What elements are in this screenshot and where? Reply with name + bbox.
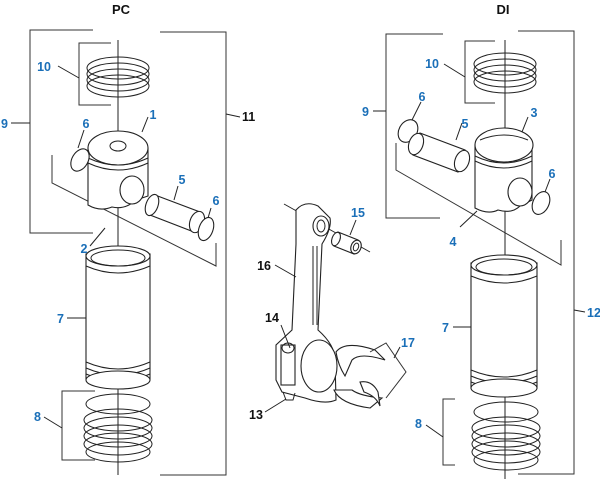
di-liner-seals	[471, 401, 541, 471]
connecting-rod	[275, 203, 338, 403]
callout-di-4: 4	[450, 235, 457, 249]
pc-piston-rings	[86, 56, 150, 98]
bracket-9	[29, 29, 93, 234]
rod-bearing-shells	[333, 344, 386, 409]
callout-di-10: 10	[425, 57, 439, 71]
callout-di-3: 3	[531, 106, 538, 120]
callout-pc-5: 5	[179, 173, 186, 187]
callout-di-6b: 6	[549, 167, 556, 181]
callout-rod-15: 15	[351, 206, 365, 220]
callout-pc-10: 10	[37, 60, 51, 74]
callout-di-6a: 6	[419, 90, 426, 104]
callout-pc-1: 1	[150, 108, 157, 122]
di-piston-pin	[407, 132, 471, 173]
bracket-piston-pin	[51, 155, 217, 267]
header-pc: PC	[112, 2, 131, 17]
callout-pc-7: 7	[57, 312, 64, 326]
pc-cylinder-liner	[85, 245, 151, 390]
rod-bushing	[330, 231, 362, 255]
di-assembly: 10 9 6 5 3 6 4 12 7 8	[362, 30, 600, 479]
bracket-10	[78, 42, 111, 106]
di-cylinder-liner	[470, 254, 538, 398]
callout-di-12: 12	[587, 306, 600, 320]
bracket-10-di	[464, 40, 495, 104]
pc-liner-seals	[83, 393, 153, 463]
callout-di-5: 5	[462, 117, 469, 131]
di-snap-ring-right	[531, 191, 551, 215]
bracket-17	[369, 342, 407, 399]
bracket-8	[61, 390, 95, 461]
callout-rod-14: 14	[265, 311, 279, 325]
pc-piston	[87, 130, 149, 210]
bracket-piston-pin-di	[395, 143, 562, 266]
callout-rod-13: 13	[249, 408, 263, 422]
callout-pc-6b: 6	[213, 194, 220, 208]
di-piston-rings	[473, 52, 537, 94]
callout-di-7: 7	[442, 321, 449, 335]
di-piston	[474, 127, 534, 213]
bracket-9-di	[385, 33, 443, 219]
pc-snap-ring-right	[197, 216, 215, 242]
bracket-8-di	[442, 398, 455, 466]
pc-piston-pin	[144, 193, 206, 234]
callout-di-8: 8	[415, 417, 422, 431]
pc-snap-ring-left	[70, 148, 90, 172]
callout-pc-8: 8	[34, 410, 41, 424]
connecting-rod-assembly: 15 16 14 13 17	[249, 203, 415, 422]
bracket-12	[518, 30, 575, 475]
header-di: DI	[497, 2, 510, 17]
callout-pc-11: 11	[242, 110, 255, 124]
callout-pc-9: 9	[1, 117, 8, 131]
callout-pc-2: 2	[81, 242, 88, 256]
pc-assembly: 10 9 1 6 11 5 6 2 7 8	[1, 29, 255, 476]
callout-pc-6a: 6	[83, 117, 90, 131]
callout-rod-17: 17	[401, 336, 415, 350]
callout-di-9: 9	[362, 105, 369, 119]
callout-rod-16: 16	[257, 259, 271, 273]
bracket-11	[160, 31, 227, 476]
